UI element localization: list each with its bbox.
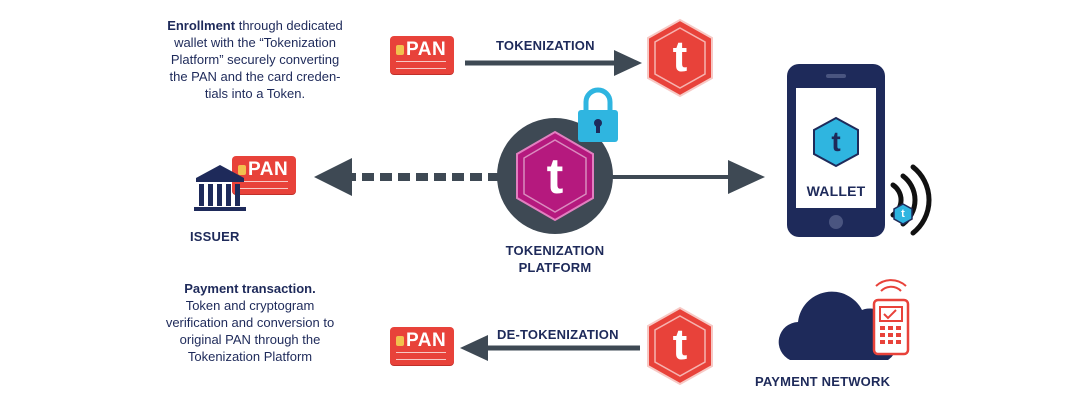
nfc-waves-icon [890, 164, 932, 236]
token-letter-bottom: t [672, 320, 688, 369]
platform-circle [497, 118, 613, 234]
smartphone-icon [787, 64, 885, 237]
pan-label-bottom: PAN [406, 330, 447, 351]
platform-label: TOKENIZATION PLATFORM [480, 242, 630, 276]
tokenization-arrow [465, 50, 642, 76]
enrollment-description: Enrollment through dedicated wallet with… [140, 17, 370, 102]
payment-line1: Payment transaction. [184, 281, 316, 296]
payment-line5: Tokenization Platform [187, 349, 313, 364]
pan-label-issuer: PAN [248, 159, 289, 180]
payment-line2: Token and cryptogram [185, 298, 315, 313]
issuer-label: ISSUER [190, 229, 240, 244]
token-letter-platform: t [546, 148, 564, 204]
enrollment-line4: the PAN and the card creden- [169, 69, 341, 84]
platform-label-line1: TOKENIZATION [505, 243, 605, 258]
payment-line3: verification and conversion to [165, 315, 335, 330]
pan-label-top: PAN [406, 39, 447, 60]
detokenization-arrow-label: DE-TOKENIZATION [497, 327, 619, 342]
card-lines [238, 181, 288, 189]
pan-card-issuer: PAN [232, 156, 296, 194]
payment-description: Payment transaction. Token and cryptogra… [135, 280, 365, 365]
token-hexagon-top [647, 18, 713, 98]
cloud-icon [778, 291, 898, 360]
enrollment-line5: tials into a Token. [204, 86, 306, 101]
payment-line4: original PAN through the [179, 332, 321, 347]
lock-icon [578, 87, 618, 142]
pan-card-top: PAN [390, 36, 454, 74]
token-hexagon-bottom [647, 306, 713, 386]
enrollment-line2: wallet with the “Tokenization [174, 35, 336, 50]
card-chip-icon [396, 45, 404, 55]
arrow-to-wallet [600, 160, 765, 194]
card-lines [396, 61, 446, 69]
card-chip-icon [238, 165, 246, 175]
dashed-arrow-to-issuer [314, 158, 500, 196]
enrollment-line3: Platform” securely converting [170, 52, 340, 67]
token-letter-top: t [672, 32, 688, 81]
card-chip-icon [396, 336, 404, 346]
payment-terminal-icon [872, 279, 910, 356]
platform-label-line2: PLATFORM [518, 260, 592, 275]
detokenization-arrow [460, 335, 640, 361]
card-lines [396, 352, 446, 360]
wallet-label: WALLET [806, 183, 866, 199]
token-letter-wallet: t [831, 126, 841, 157]
bank-building-icon [194, 165, 246, 211]
enrollment-bold: Enrollment [167, 18, 236, 33]
enrollment-line1: through dedicated [235, 18, 343, 33]
small-token-hexagon [893, 203, 913, 225]
payment-network-label: PAYMENT NETWORK [755, 374, 891, 389]
pan-card-bottom: PAN [390, 327, 454, 365]
token-letter-nfc: t [901, 208, 905, 220]
tokenization-arrow-label: TOKENIZATION [496, 38, 595, 53]
